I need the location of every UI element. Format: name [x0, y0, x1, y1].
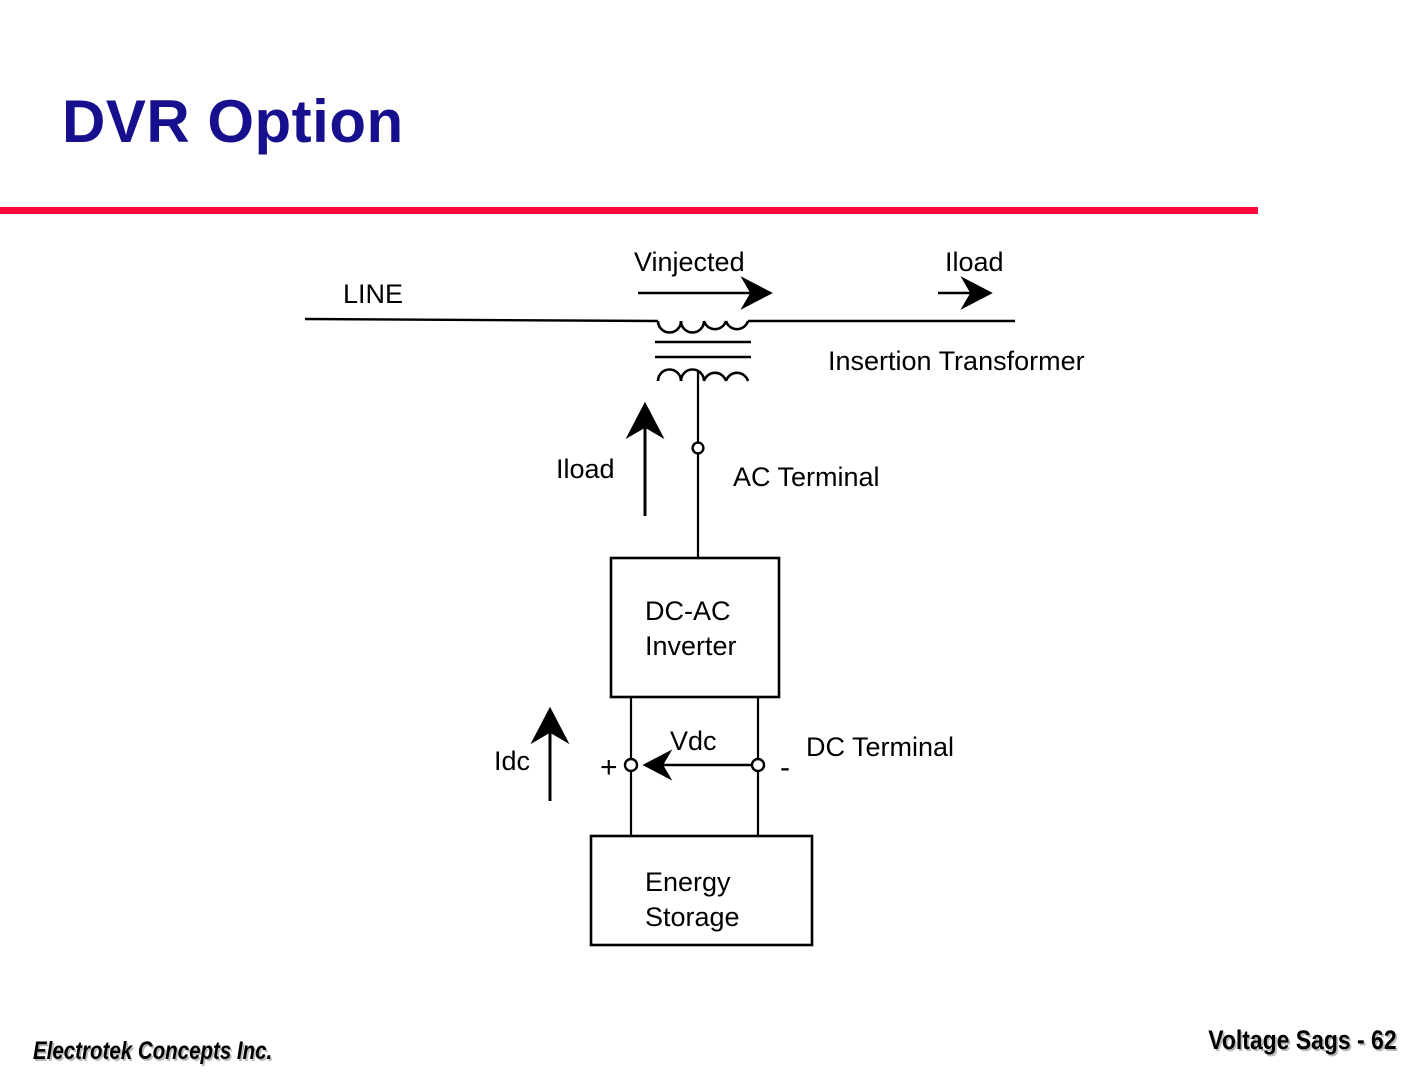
footer-company-name: Electrotek Concepts Inc. [33, 1037, 273, 1065]
energy-storage-label-line1: Energy [645, 867, 731, 897]
inverter-label-line1: DC-AC [645, 596, 731, 626]
energy-storage-label-line2: Storage [645, 902, 740, 932]
dc-terminal-label: DC Terminal [806, 732, 954, 762]
i-load-secondary-label: Iload [556, 454, 615, 484]
inverter-block [609, 556, 781, 699]
v-dc-label: Vdc [670, 726, 717, 756]
dc-terminal-node-positive [623, 757, 639, 773]
footer-deck-and-page: Voltage Sags - 62 [1208, 1025, 1397, 1055]
title-divider-rule [0, 207, 1258, 214]
insertion-transformer-label: Insertion Transformer [828, 346, 1085, 376]
inverter-label-line2: Inverter [645, 631, 737, 661]
energy-storage-block [589, 834, 814, 947]
i-load-line-label: Iload [945, 247, 1004, 277]
ac-terminal-label: AC Terminal [733, 462, 880, 492]
v-injected-label: Vinjected [634, 247, 745, 277]
i-dc-label: Idc [494, 746, 530, 776]
dc-terminal-node-negative [750, 757, 766, 773]
page-title: DVR Option [62, 88, 404, 155]
transformer-primary-winding [656, 320, 750, 334]
line-label: LINE [343, 279, 403, 309]
line-conductor-left [304, 317, 659, 323]
ac-terminal-node [691, 441, 705, 455]
transformer-secondary-winding [656, 368, 750, 382]
polarity-positive-label: + [600, 751, 618, 784]
polarity-negative-label: - [780, 751, 790, 784]
